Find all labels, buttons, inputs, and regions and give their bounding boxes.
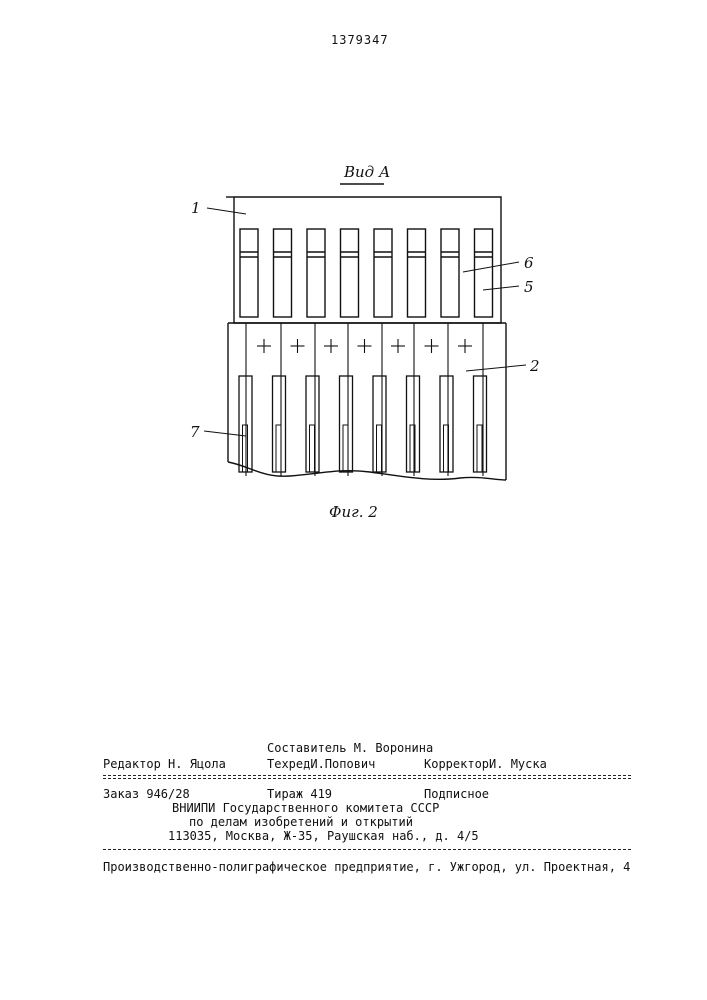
upper-slot xyxy=(240,229,258,317)
lower-pin xyxy=(440,376,453,472)
imprint-rule-top-2 xyxy=(103,778,631,779)
leader-6 xyxy=(463,262,519,272)
leader-7 xyxy=(204,431,246,436)
upper-slot xyxy=(341,229,359,317)
org-line-1: ВНИИПИ Государственного комитета СССР xyxy=(172,801,439,815)
subscription-line: Подписное xyxy=(424,787,489,801)
imprint-rule-bottom xyxy=(103,849,631,850)
circulation-line: Тираж 419 xyxy=(267,787,332,801)
upper-slot xyxy=(274,229,292,317)
lower-pin xyxy=(306,376,319,472)
callout-2: 2 xyxy=(530,358,540,374)
techred-line: ТехредИ.Попович xyxy=(267,757,375,771)
upper-slot xyxy=(374,229,392,317)
callout-5: 5 xyxy=(524,279,534,295)
upper-slot xyxy=(307,229,325,317)
leader-1 xyxy=(207,208,246,214)
upper-slot xyxy=(475,229,493,317)
upper-slot xyxy=(408,229,426,317)
figure-caption: Фиг. 2 xyxy=(329,503,378,521)
lower-plate-break-line xyxy=(228,462,506,480)
lower-pin xyxy=(407,376,420,472)
pin-window xyxy=(477,425,482,472)
lower-pin xyxy=(474,376,487,472)
order-line: Заказ 946/28 xyxy=(103,787,190,801)
callout-1: 1 xyxy=(191,200,201,216)
printer-line: Производственно-полиграфическое предприя… xyxy=(103,860,630,874)
corrector-line: КорректорИ. Муска xyxy=(424,757,547,771)
callout-6: 6 xyxy=(524,255,534,271)
pin-window xyxy=(343,425,348,472)
pin-window xyxy=(377,425,382,472)
pin-window xyxy=(243,425,248,472)
upper-slot xyxy=(441,229,459,317)
lower-pin xyxy=(373,376,386,472)
callout-7: 7 xyxy=(190,424,200,440)
org-line-2: по делам изобретений и открытий xyxy=(189,815,413,829)
lower-pin xyxy=(273,376,286,472)
pin-window xyxy=(276,425,281,472)
imprint-rule-top xyxy=(103,775,631,776)
pin-window xyxy=(310,425,315,472)
compiler-line: Составитель М. Воронина xyxy=(267,741,433,755)
lower-pin xyxy=(340,376,353,472)
leader-2 xyxy=(466,365,526,371)
editor-line: Редактор Н. Яцола xyxy=(103,757,226,771)
address-line: 113035, Москва, Ж-35, Раушская наб., д. … xyxy=(168,829,479,843)
